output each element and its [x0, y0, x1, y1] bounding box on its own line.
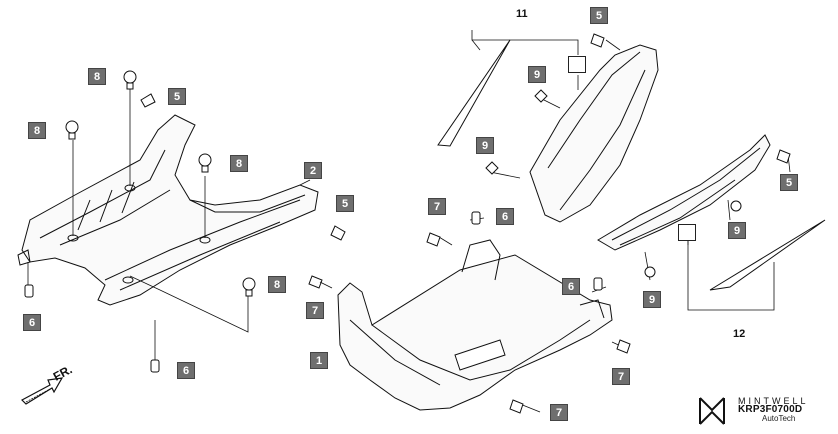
side-cover-upper [437, 39, 659, 223]
callout-part-6: 6 [562, 278, 580, 295]
callout-part-7: 7 [550, 404, 568, 421]
callout-part-8: 8 [230, 155, 248, 172]
callout-part-2: 2 [304, 162, 322, 179]
under-cover-left [17, 114, 319, 306]
callout-part-8: 8 [28, 122, 46, 139]
reference-box [678, 224, 696, 241]
callout-part-9: 9 [476, 137, 494, 154]
callout-part-5: 5 [590, 7, 608, 24]
front-arrow-icon [21, 377, 64, 405]
callout-part-6: 6 [177, 362, 195, 379]
callout-part-5: 5 [168, 88, 186, 105]
reference-box [568, 56, 586, 73]
under-cover-center [337, 239, 613, 411]
callout-part-5: 5 [336, 195, 354, 212]
callout-part-8: 8 [268, 276, 286, 293]
brand-subtitle: AutoTech [762, 414, 796, 423]
diagram-code: KRP3F0700D [738, 404, 803, 415]
callout-part-1: 1 [310, 352, 328, 369]
side-cover-lower [597, 134, 826, 291]
callout-part-9: 9 [643, 291, 661, 308]
brand-name: MINTWELL [738, 396, 809, 406]
callout-part-5: 5 [780, 174, 798, 191]
callout-part-6: 6 [23, 314, 41, 331]
brand-logo-mark [699, 397, 725, 425]
callout-part-9: 9 [728, 222, 746, 239]
callout-part-8: 8 [88, 68, 106, 85]
group-label-11: 11 [516, 8, 528, 20]
callout-part-7: 7 [612, 368, 630, 385]
callout-part-7: 7 [306, 302, 324, 319]
callout-part-9: 9 [528, 66, 546, 83]
group-label-12: 12 [733, 328, 746, 340]
callout-part-7: 7 [428, 198, 446, 215]
callout-part-6: 6 [496, 208, 514, 225]
